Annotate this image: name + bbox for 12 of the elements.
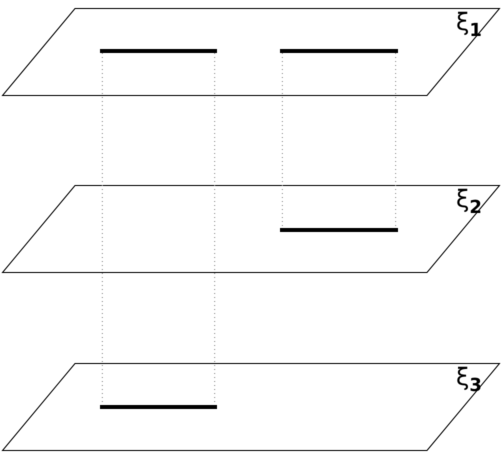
dotted-line — [282, 52, 283, 228]
plane-parallelogram — [2, 185, 500, 273]
line-segment — [280, 228, 398, 232]
plane-parallelogram — [2, 363, 500, 451]
line-segment — [100, 49, 217, 53]
plane-parallelogram — [2, 8, 500, 96]
plane-label: ξ$_{1}$ — [456, 10, 482, 40]
plane-label: ξ$_{2}$ — [456, 187, 482, 217]
plane-label: ξ$_{3}$ — [456, 365, 482, 395]
line-segment — [280, 49, 398, 53]
dotted-line — [395, 52, 396, 228]
line-segment — [100, 405, 217, 409]
